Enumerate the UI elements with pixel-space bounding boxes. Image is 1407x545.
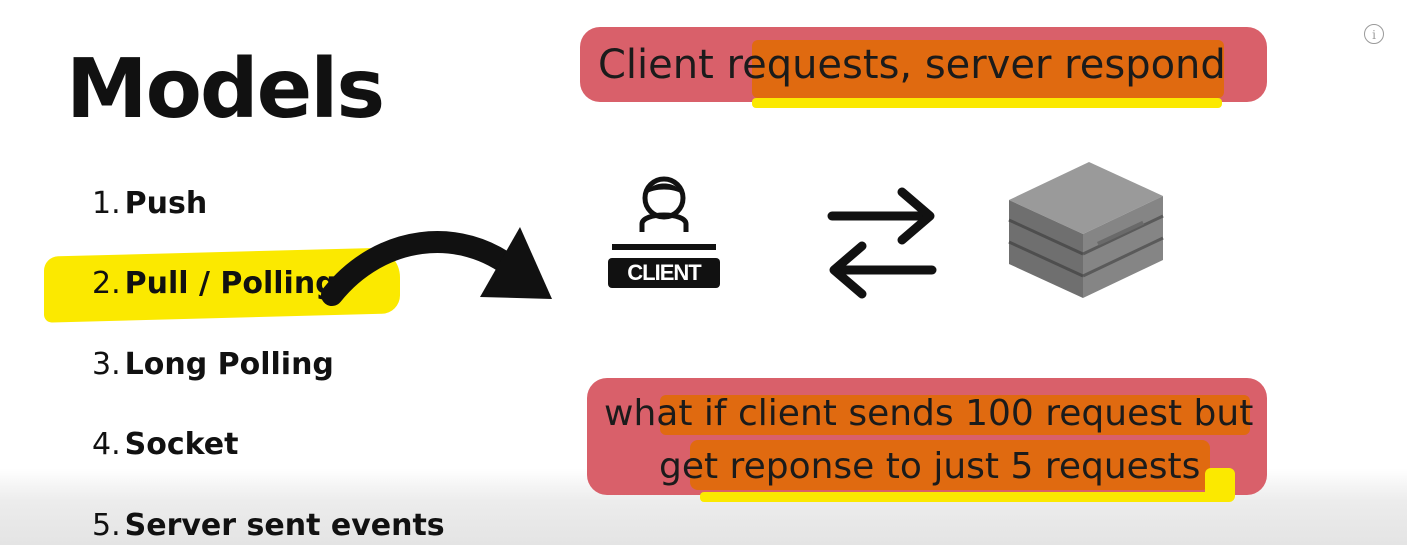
curved-arrow-icon xyxy=(321,227,552,306)
list-item-number: 4. xyxy=(92,427,121,462)
info-icon[interactable]: i xyxy=(1364,24,1384,44)
list-item: 3.Long Polling xyxy=(92,347,334,382)
note-bottom-orange-mark xyxy=(660,395,1250,435)
server-rack-icon xyxy=(1008,162,1164,298)
list-item-label: Socket xyxy=(124,427,239,462)
list-item-label: Server sent events xyxy=(124,508,445,543)
list-item: 4.Socket xyxy=(92,427,238,462)
note-top-yellow-mark xyxy=(752,98,1222,108)
note-bottom-line2: get reponse to just 5 requests xyxy=(659,446,1201,487)
slide-title: Models xyxy=(66,42,385,137)
note-bottom-orange-mark xyxy=(690,440,1210,490)
list-item-number: 3. xyxy=(92,347,121,382)
list-item: 2.Pull / Polling xyxy=(92,266,337,301)
list-item-label: Pull / Polling xyxy=(124,266,337,301)
note-bottom-yellow-mark xyxy=(700,492,1220,502)
note-bottom-line1: what if client sends 100 request but xyxy=(604,393,1254,434)
two-way-arrows-icon xyxy=(827,187,937,299)
list-item-number: 2. xyxy=(92,266,121,301)
list-item-label: Push xyxy=(124,186,208,221)
list-item-number: 5. xyxy=(92,508,121,543)
note-top-text: Client requests, server respond xyxy=(598,42,1226,88)
note-top-orange-mark xyxy=(752,40,1224,98)
list-item: 1.Push xyxy=(92,186,207,221)
list-item-number: 1. xyxy=(92,186,121,221)
client-user-icon xyxy=(612,176,716,250)
client-label: CLIENT xyxy=(608,258,720,288)
list-item-label: Long Polling xyxy=(124,347,334,382)
list-item: 5.Server sent events xyxy=(92,508,445,543)
